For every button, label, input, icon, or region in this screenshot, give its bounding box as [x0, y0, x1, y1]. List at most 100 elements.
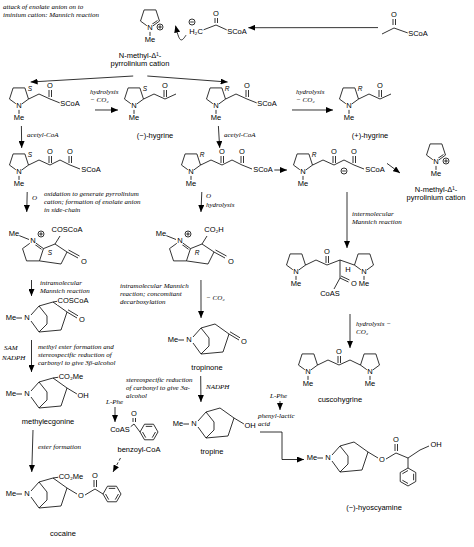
reaction-arrow	[347, 192, 348, 248]
atom-label: N	[361, 268, 367, 276]
atom-label: O	[351, 148, 358, 156]
atom-label: N	[191, 420, 197, 428]
atom-label: N	[325, 454, 331, 462]
atom-label: Me	[5, 390, 16, 398]
atom-label: OH	[430, 441, 442, 449]
compound-structure: NROSCoAMe	[200, 82, 292, 126]
mechanism-note: attack of enolate anion on to iminium ca…	[3, 3, 101, 19]
reaction-arrow	[292, 109, 333, 110]
atom-label: O	[47, 148, 54, 156]
atom-label: Me	[306, 454, 317, 462]
reaction-arrow	[248, 27, 378, 28]
reaction-label: acetyl-CoA	[224, 131, 264, 139]
stereo-label: S	[27, 151, 32, 158]
atom-label: CoAS	[110, 426, 131, 434]
atom-label: N	[30, 237, 36, 245]
atom-label: O	[379, 456, 386, 464]
atom-label: O	[351, 280, 358, 288]
reaction-arrow	[26, 192, 27, 212]
compound-name: tropinone	[167, 364, 248, 372]
atom-label: Me	[210, 114, 221, 122]
compound-structure: NONMeMecuscohygrine	[292, 348, 392, 410]
compound-name: (+)-hygrine	[334, 132, 407, 140]
stereo-label: R	[357, 85, 363, 92]
compound-name: benzoyl-CoA	[109, 446, 170, 454]
atom-label: Me	[185, 180, 196, 188]
atom-label: Me	[13, 114, 24, 122]
compound-name: tropine	[172, 448, 253, 456]
reagent-label: O	[32, 194, 37, 202]
reaction-label: oxidation to generate pyrrolinium cation…	[44, 190, 144, 214]
atom-label: Me	[155, 230, 166, 238]
atom-label: Me	[358, 280, 369, 288]
atom-label: O	[239, 148, 246, 156]
compound-structure: CoASObenzoyl-CoA	[108, 410, 171, 458]
compound-structure: NSOOSCoAMe	[3, 148, 113, 192]
atom-label: O	[228, 258, 235, 266]
atom-label: N	[131, 102, 137, 110]
atom-label: N	[293, 268, 299, 276]
reaction-label: acetyl-CoA	[27, 131, 67, 139]
reaction-arrow	[200, 192, 202, 212]
atom-label: O	[162, 82, 169, 90]
stereo-label: R	[311, 151, 317, 158]
reaction-label: hydrolysis − CO₂	[296, 88, 330, 104]
reaction-arrow	[32, 430, 33, 472]
reaction-label: hydrolysis	[206, 201, 246, 209]
compound-structure: NMeRCO₂HO	[150, 212, 248, 280]
compound-structure: NSOSCoAMe	[3, 82, 95, 126]
atom-label: O	[377, 82, 384, 90]
reaction-label: intramolecular Mannich reaction	[40, 279, 106, 295]
atom-label: Me	[297, 180, 308, 188]
atom-label: Me	[8, 230, 19, 238]
atom-label: N	[300, 168, 306, 176]
atom-label: O	[92, 472, 99, 480]
compound-structure: Me N O O OH (−)-hyoscyamine	[304, 436, 454, 520]
reaction-arrow	[274, 170, 287, 171]
atom-label: N	[188, 168, 194, 176]
atom-label: H₂C	[189, 28, 204, 36]
reaction-label: intramolecular Mannich reaction; concomi…	[120, 282, 196, 306]
atom-label: O	[47, 82, 54, 90]
compound-structure: MeNCOSCoAO	[3, 296, 98, 340]
compound-name: N-methyl-Δ¹-pyrrolinium cation	[106, 52, 175, 69]
reaction-arrow	[200, 280, 201, 318]
atom-label: N	[147, 24, 153, 32]
leader-arrow	[115, 407, 116, 422]
atom-label: OH	[77, 392, 89, 400]
atom-label: Me	[302, 380, 313, 388]
atom-label: O	[79, 316, 86, 324]
atom-label: SCoA	[253, 166, 274, 174]
reaction-arrow	[350, 314, 351, 348]
compound-structure: MeNCO₂MeOHmethylecgonine	[3, 372, 103, 430]
compound-structure: NMeOCoASONHMe	[280, 248, 405, 314]
atom-label: Me	[13, 180, 24, 188]
compound-name: (−)-hyoscyamine	[314, 504, 435, 512]
compound-name: N-methyl-Δ¹-pyrrolinium cation	[402, 186, 471, 203]
reagent-label: NADPH	[206, 383, 229, 391]
atom-label: O	[81, 258, 88, 266]
compound-structure: NSOMe(−)-hygrine	[118, 82, 193, 144]
stereo-label: R	[194, 249, 200, 256]
compound-structure: O SCoA	[378, 10, 438, 42]
atom-label: O	[241, 338, 248, 346]
atom-label: Me	[343, 114, 354, 122]
atom-label: O	[219, 148, 226, 156]
atom-label: O	[336, 348, 343, 356]
reaction-label: stereospecific reduction of carbonyl to …	[126, 376, 196, 400]
atom-label: SCoA	[408, 30, 429, 38]
compound-structure: MeNOtropinone	[165, 318, 250, 376]
reagent-label: L-Phe	[106, 398, 123, 406]
atom-label: COSCoA	[57, 297, 89, 305]
compound-structure: NMeN-methyl-Δ¹-pyrrolinium cation	[400, 138, 472, 208]
atom-label: CO₂Me	[58, 473, 84, 481]
atom-label: O	[393, 436, 400, 444]
atom-label: N	[367, 368, 373, 376]
structure-bonds	[3, 212, 98, 280]
curly-arrow	[176, 26, 187, 40]
reagent-label: NADPH	[2, 354, 25, 362]
reaction-label: methyl ester formation and stereospecifi…	[38, 343, 138, 367]
atom-label: O	[391, 11, 398, 19]
atom-label: SCoA	[227, 28, 248, 36]
atom-label: O	[324, 248, 331, 256]
